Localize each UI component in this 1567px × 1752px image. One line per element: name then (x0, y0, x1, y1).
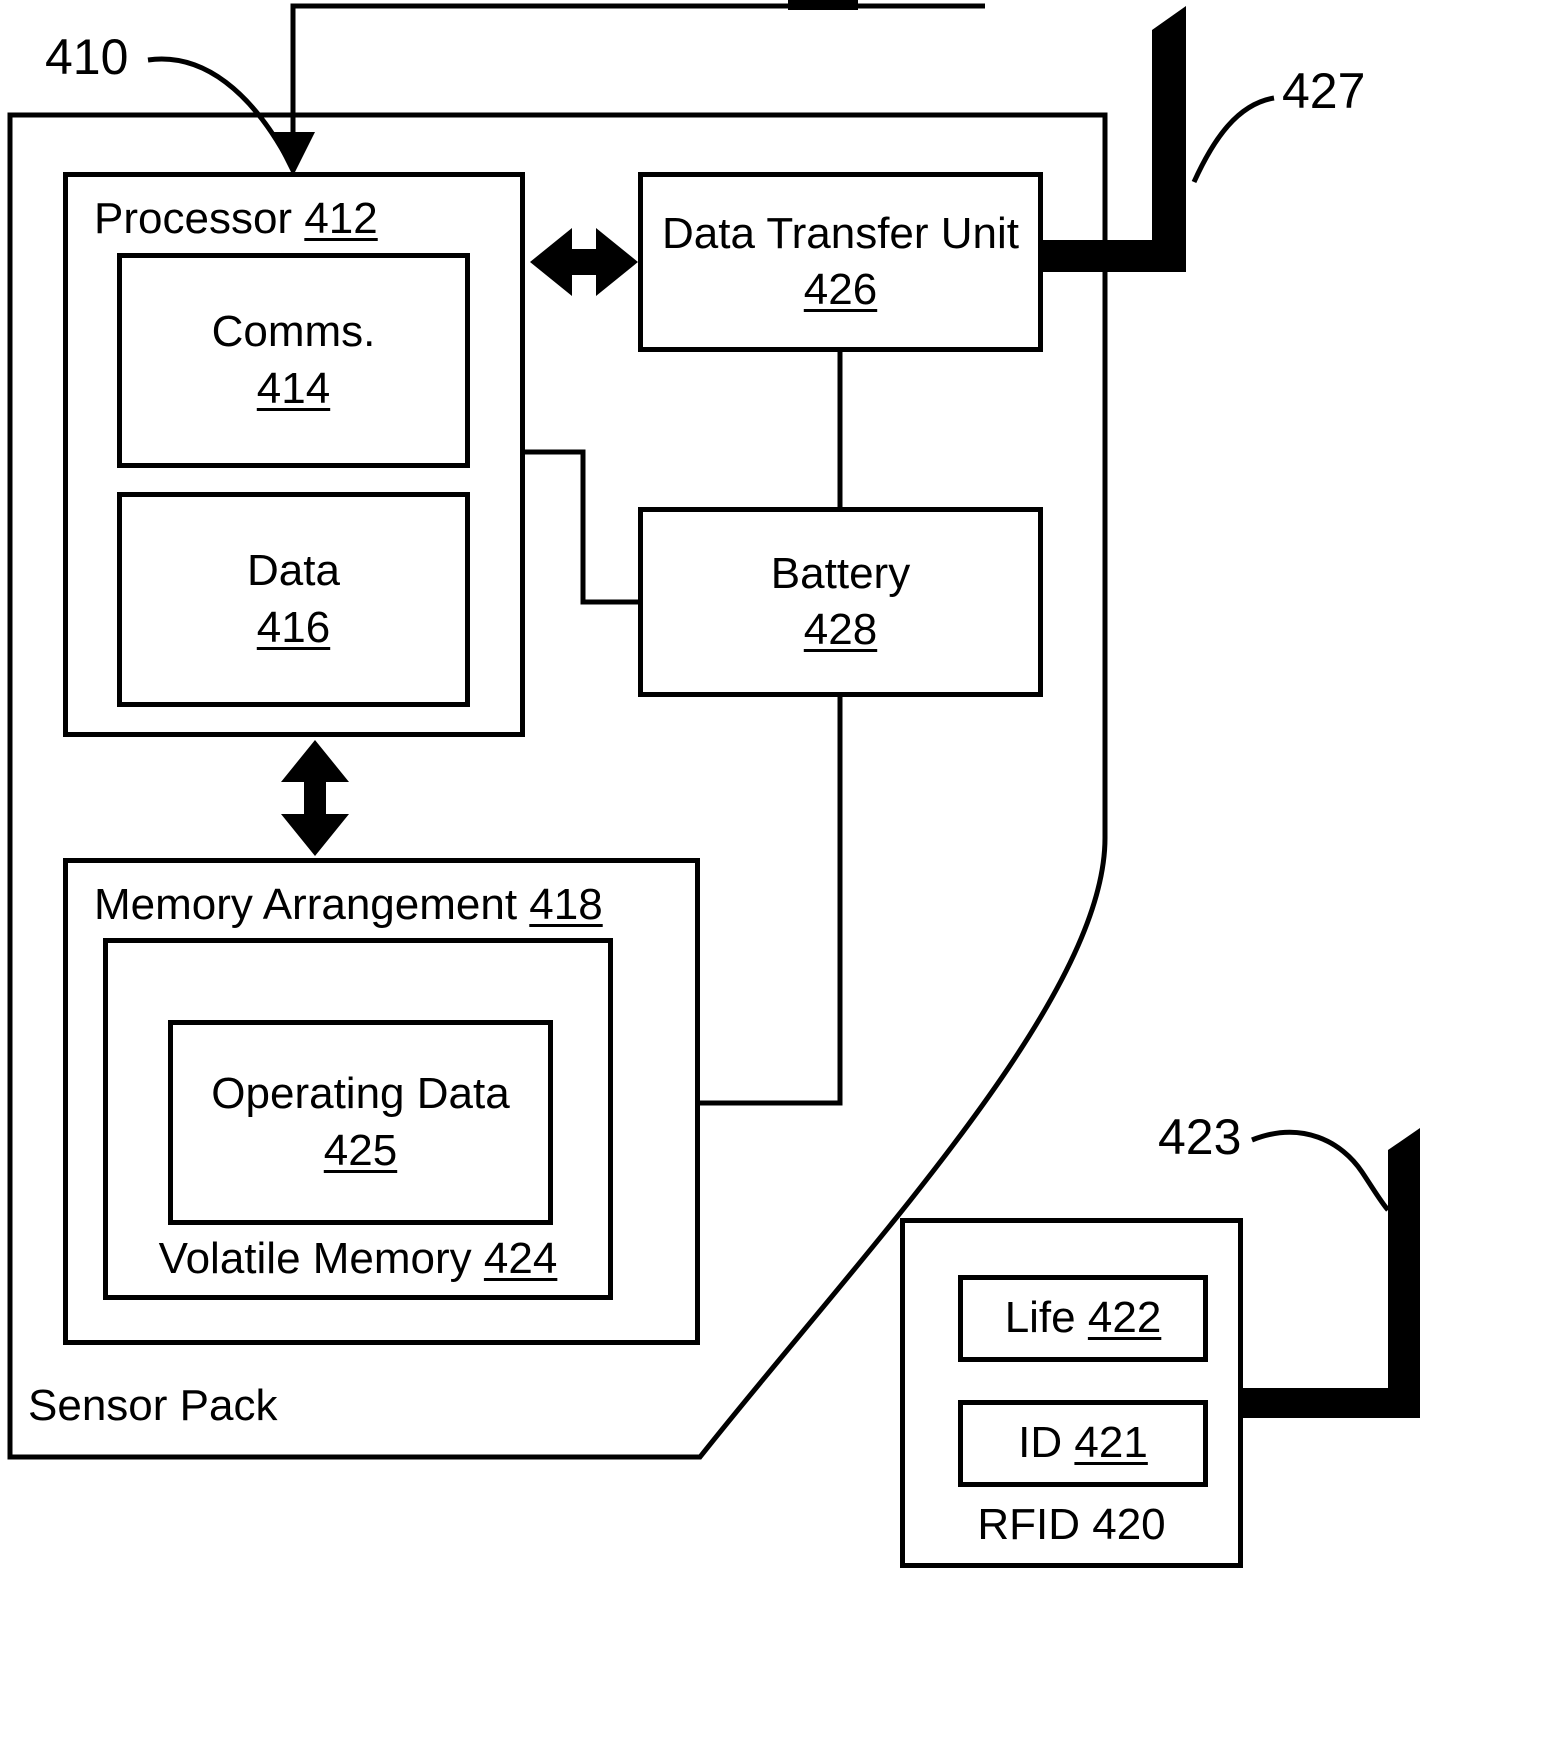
comms-box: Comms. 414 (117, 253, 470, 468)
top-entry-arrowhead-icon (271, 132, 315, 176)
top-entry-line (290, 3, 985, 134)
memory-arrangement-label: Memory Arrangement 418 (94, 880, 603, 929)
ref-423-label: 423 (1158, 1109, 1242, 1165)
battery-box: Battery 428 (638, 507, 1043, 697)
processor-dtu-double-arrow-icon (530, 228, 638, 296)
antenna-423-icon (1243, 1128, 1420, 1418)
processor-battery-connector (525, 449, 638, 605)
sensor-pack-outline (7, 112, 1108, 1460)
operating-data-label: Operating Data 425 (211, 1069, 510, 1175)
rfid-box: RFID 420 (900, 1218, 1243, 1568)
id-label: ID 421 (1018, 1418, 1148, 1468)
life-box: Life 422 (958, 1275, 1208, 1362)
leader-line-410 (147, 56, 289, 158)
leader-line-427 (1191, 95, 1275, 184)
processor-label: Processor 412 (94, 194, 378, 243)
battery-memory-connector (700, 697, 843, 1106)
rfid-label: RFID 420 (977, 1499, 1166, 1549)
volatile-memory-label: Volatile Memory 424 (158, 1233, 558, 1283)
data-transfer-unit-box: Data Transfer Unit 426 (638, 172, 1043, 352)
ref-427-label: 427 (1282, 63, 1366, 119)
data-box: Data 416 (117, 492, 470, 707)
cropped-element-top (788, 0, 858, 10)
sensor-pack-label: Sensor Pack (28, 1381, 278, 1430)
life-label: Life 422 (1004, 1293, 1162, 1343)
processor-memory-double-arrow-icon (281, 740, 349, 856)
battery-label: Battery 428 (770, 548, 911, 654)
antenna-427-icon (1043, 6, 1186, 272)
data-transfer-unit-label: Data Transfer Unit 426 (661, 208, 1020, 314)
leader-line-423 (1251, 1129, 1390, 1212)
data-label: Data 416 (247, 546, 340, 652)
comms-label: Comms. 414 (211, 307, 376, 413)
operating-data-box: Operating Data 425 (168, 1020, 553, 1225)
id-box: ID 421 (958, 1400, 1208, 1487)
ref-410-label: 410 (45, 29, 129, 85)
